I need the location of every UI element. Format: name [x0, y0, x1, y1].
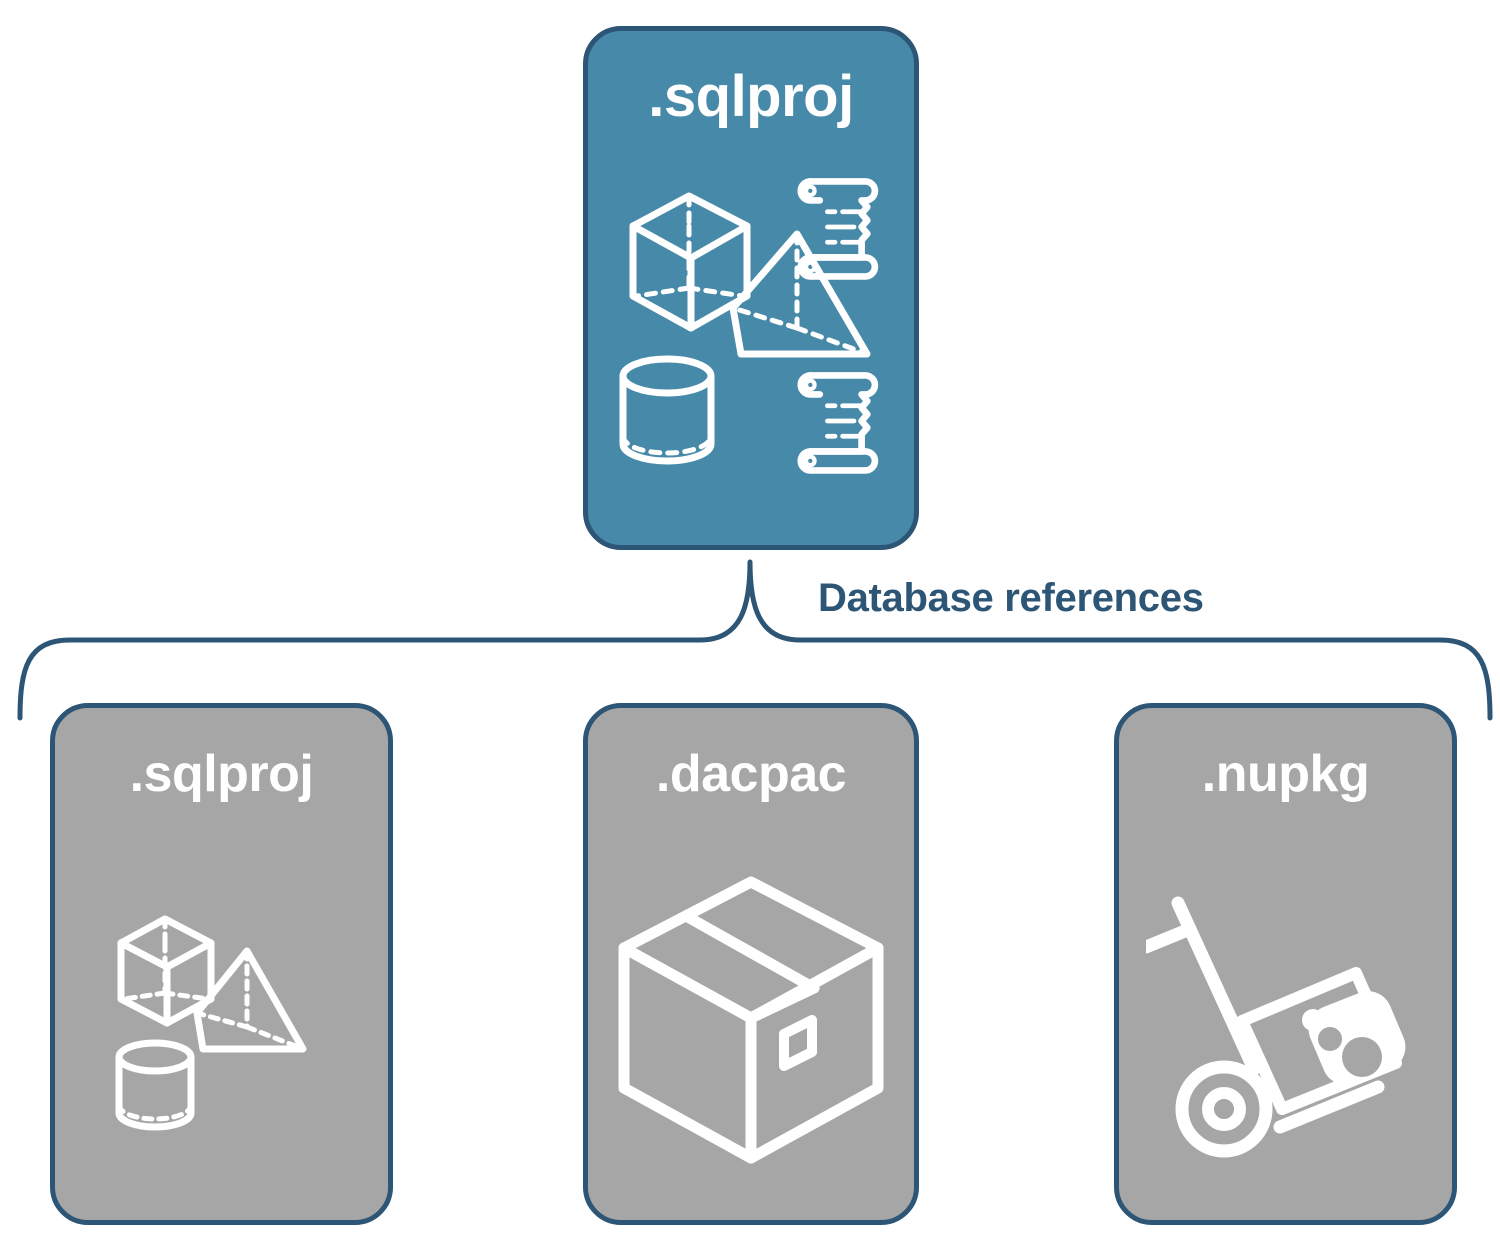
reference-card-dacpac-title: .dacpac — [655, 745, 847, 803]
reference-card-nupkg-title: .nupkg — [1201, 745, 1370, 803]
reference-card-dacpac-icon-group — [588, 800, 914, 1220]
reference-card-nupkg[interactable]: .nupkg — [1114, 703, 1457, 1225]
package-box-icon — [618, 876, 884, 1164]
cylinder-icon — [619, 355, 715, 464]
nuget-package-icon — [1235, 967, 1405, 1115]
scroll-icon — [797, 177, 879, 280]
database-references-brace — [17, 559, 1493, 721]
cube-icon — [117, 915, 214, 1027]
cube-icon — [629, 192, 751, 331]
cylinder-icon — [115, 1039, 194, 1131]
hand-truck-icon — [1145, 896, 1384, 1158]
database-references-label: Database references — [818, 576, 1204, 620]
scroll-icon — [797, 371, 879, 474]
reference-card-nupkg-icon-group — [1119, 800, 1452, 1220]
reference-card-sqlproj-title: .sqlproj — [129, 745, 314, 803]
reference-card-sqlproj-icon-group — [55, 800, 388, 1220]
root-sqlproj-card[interactable]: .sqlproj — [583, 26, 919, 550]
pyramid-icon — [193, 947, 306, 1053]
pyramid-icon — [729, 230, 871, 357]
root-sqlproj-card-icon-group — [588, 126, 914, 545]
root-sqlproj-card-title: .sqlproj — [648, 64, 854, 129]
reference-card-dacpac[interactable]: .dacpac — [583, 703, 919, 1225]
reference-card-sqlproj[interactable]: .sqlproj — [50, 703, 393, 1225]
